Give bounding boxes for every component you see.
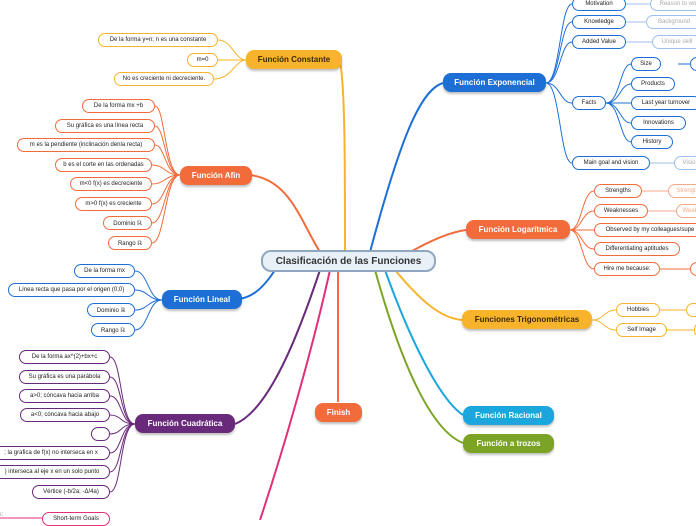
facts-node[interactable]: Facts (572, 96, 606, 110)
main-goal-node[interactable]: Main goal and vision (572, 156, 650, 170)
facts-item[interactable]: Products (631, 77, 675, 91)
funcion-cuadratica-node[interactable]: Función Cuadrática (135, 414, 235, 433)
lineal-item[interactable]: Línea recta que pasa por el origen (0,0) (8, 283, 135, 297)
logaritmica-item[interactable]: Strengths (594, 184, 642, 198)
constante-item[interactable]: No es creciente ni decreciente. (114, 72, 214, 86)
lineal-item[interactable]: Rango ℝ (91, 323, 135, 337)
funciones-trigonometricas-node[interactable]: Funciones Trigonométricas (462, 310, 592, 329)
cuadratica-item[interactable]: Su gráfica es una parábola (19, 370, 110, 384)
motivation-note[interactable]: Reason to wo (650, 0, 696, 11)
trig-item[interactable]: Self Image (616, 323, 667, 337)
afin-item[interactable]: Rango ℝ (108, 236, 152, 250)
main-goal-note[interactable]: Visio (674, 156, 696, 170)
weaknesses-note[interactable]: Weak (676, 204, 696, 218)
afin-item[interactable]: b es el corte en las ordenadas (55, 158, 152, 172)
funcion-afin-node[interactable]: Función Afín (180, 166, 252, 185)
afin-item[interactable]: Dominio ℝ (103, 216, 152, 230)
lineal-item[interactable]: De la forma mx (74, 264, 135, 278)
cuadratica-item[interactable]: a>0; cóncava hacia arriba (19, 389, 110, 403)
afin-item[interactable]: m es la pendiente (inclinación denla rec… (17, 138, 155, 152)
logaritmica-item[interactable]: Differentiating aptitudes (594, 242, 680, 256)
motivation-node[interactable]: Motivation (572, 0, 626, 11)
funcion-a-trozos-node[interactable]: Función a trozos (463, 434, 554, 453)
constante-item[interactable]: De la forma y=n; n es una constante (98, 33, 218, 47)
added-value-node[interactable]: Added Value (572, 35, 626, 49)
lineal-item[interactable]: Dominio ℝ (87, 303, 135, 317)
cuadratica-item[interactable]: ) interseca al eje x en un solo punto (0, 465, 110, 479)
cuadratica-item[interactable]: De la forma ax^(2)+bx+c (19, 350, 110, 364)
hobbies-stub (686, 303, 696, 317)
finish-node[interactable]: Finish (315, 403, 362, 422)
facts-item[interactable]: Innovations (631, 116, 686, 130)
added-value-note[interactable]: Unique skill (652, 35, 696, 49)
knowledge-note[interactable]: Background (646, 15, 696, 29)
central-topic[interactable]: Clasificación de las Funciones (261, 250, 436, 272)
logaritmica-item[interactable]: Observed by my colleagues/supe (594, 223, 696, 237)
afin-item[interactable]: Su gráfica es una línea recta (55, 119, 155, 133)
constante-item[interactable]: m=0 (187, 53, 218, 67)
short-term-goals-node[interactable]: Short-term Goals (42, 512, 110, 526)
facts-item[interactable]: Size (631, 57, 661, 71)
funcion-logaritmica-node[interactable]: Función Logarítmica (466, 220, 570, 239)
funcion-lineal-node[interactable]: Función Lineal (162, 290, 242, 309)
afin-item[interactable]: De la forma mx +b (82, 99, 155, 113)
afin-item[interactable]: m>0 f(x) es creciente (75, 197, 152, 211)
strengths-note[interactable]: Strengt (668, 184, 696, 198)
cuadratica-item[interactable]: Vértice (-b/2a; -Δ/4a) (32, 485, 110, 499)
knowledge-node[interactable]: Knowledge (572, 15, 626, 29)
logaritmica-item[interactable]: Weaknesses (594, 204, 648, 218)
logaritmica-item[interactable]: Hire me because: (594, 262, 660, 276)
funcion-exponencial-node[interactable]: Función Exponencial (443, 73, 546, 92)
cuadratica-item[interactable]: a<0; cóncava hacia abajo (20, 408, 110, 422)
facts-item[interactable]: History (631, 135, 673, 149)
funcion-racional-node[interactable]: Función Racional (463, 406, 554, 425)
funcion-constante-node[interactable]: Función Constante (246, 50, 342, 69)
afin-item[interactable]: m<0 f(x) es decreciente (70, 177, 152, 191)
trig-item[interactable]: Hobbies (616, 303, 660, 317)
cuadratica-item[interactable]: ; la grafica de f(x) no interseca en x (0, 446, 110, 460)
bottom-left-fragment: ı: (0, 512, 4, 518)
facts-item[interactable]: Last year turnover (631, 96, 696, 110)
cuadratica-item[interactable] (91, 427, 110, 441)
